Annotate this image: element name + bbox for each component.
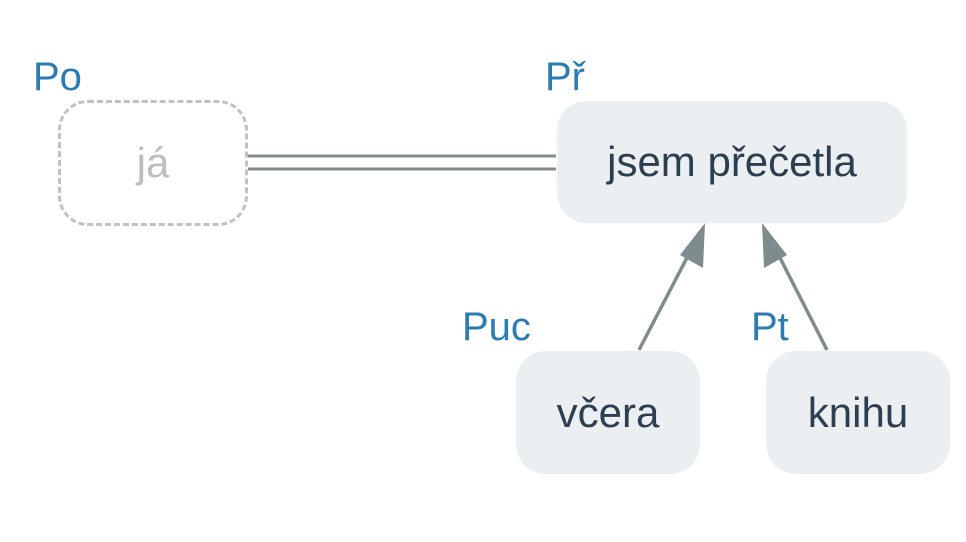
subject-predicate-link: [248, 154, 556, 171]
node-predicate: jsem přečetla: [557, 101, 907, 223]
adverbial-to-predicate-arrow: [637, 223, 705, 351]
object-to-predicate-arrow: [762, 223, 829, 351]
role-label-adverbial: Puc: [462, 305, 531, 349]
role-label-object: Pt: [751, 305, 789, 349]
node-subject-elided: já: [58, 100, 248, 226]
node-object: knihu: [766, 351, 950, 474]
node-adverbial: včera: [516, 351, 700, 474]
role-label-predicate: Př: [545, 55, 585, 99]
role-label-subject: Po: [33, 55, 82, 99]
